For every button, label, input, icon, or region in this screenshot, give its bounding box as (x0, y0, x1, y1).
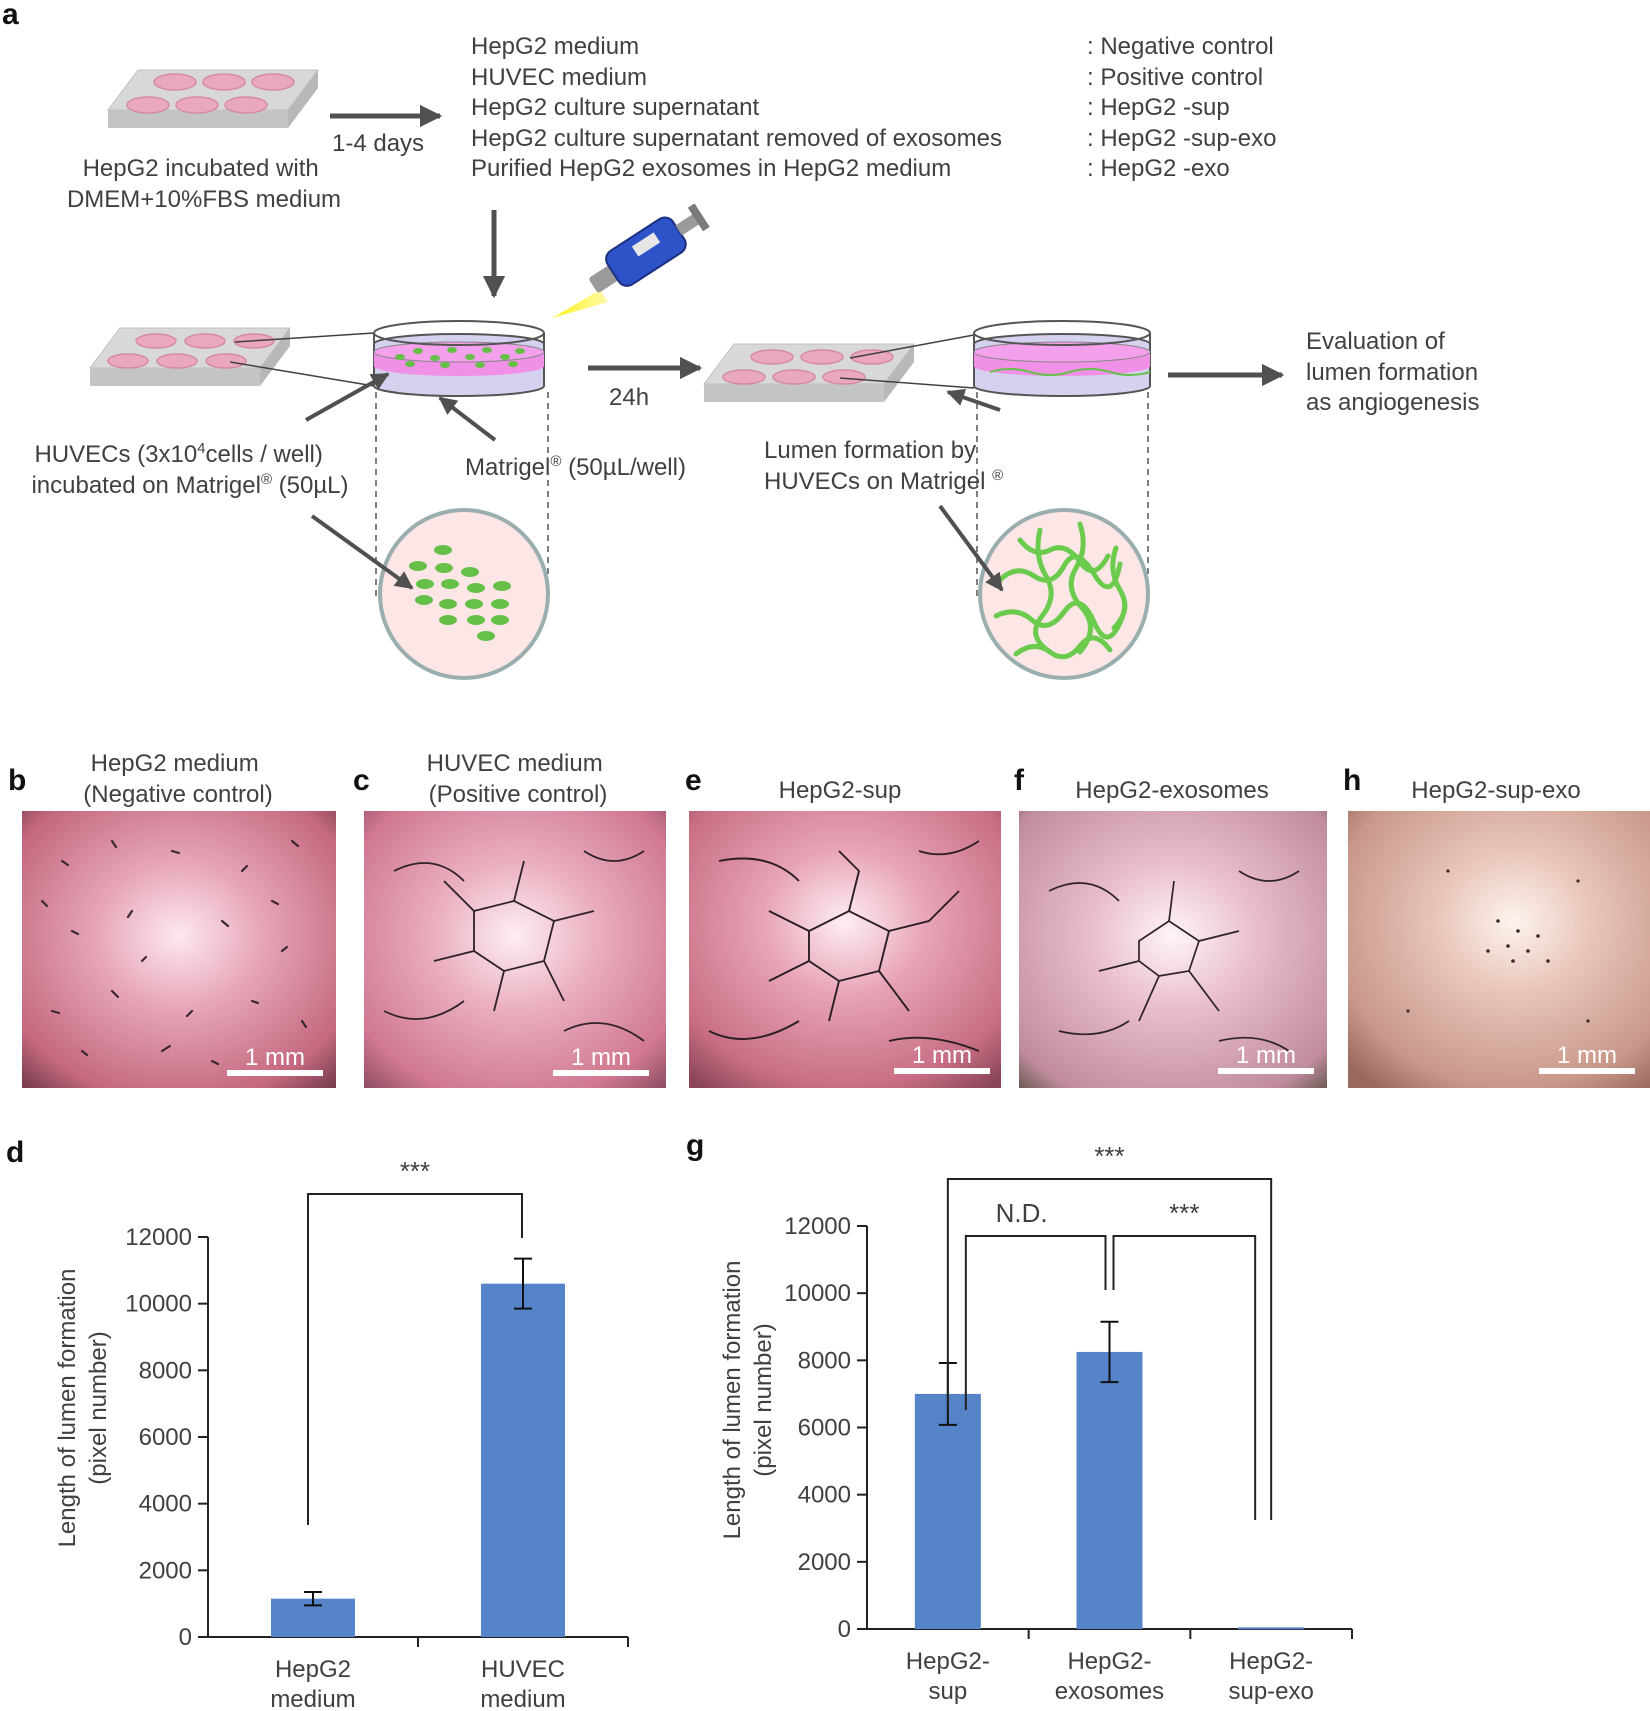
chart-g-ylabel-line2: (pixel number) (750, 1323, 777, 1476)
panel-letter-b: b (8, 764, 26, 797)
bar (481, 1283, 565, 1637)
panel-letter-g: g (686, 1129, 704, 1162)
y-tick-label: 8000 (798, 1347, 851, 1374)
y-tick-label: 0 (179, 1624, 192, 1651)
incubation-hours: 24h (609, 384, 649, 411)
y-tick-label: 6000 (139, 1424, 192, 1451)
panel-letter-h: h (1343, 764, 1361, 797)
micrograph-b-title: HepG2 medium (Negative control) (83, 750, 272, 808)
micrograph-h: 1 mm (1348, 811, 1650, 1088)
y-tick-label: 8000 (139, 1357, 192, 1384)
evaluation-label: Evaluation of lumen formation as angioge… (1306, 328, 1485, 416)
panel-letter-e: e (685, 764, 702, 797)
culture-dish-right (973, 320, 1151, 397)
significance-label: *** (1094, 1141, 1124, 1171)
micrograph-e-scale-label: 1 mm (912, 1042, 972, 1069)
micrograph-e-title: HepG2-sup (779, 777, 902, 804)
incubation-days: 1-4 days (332, 130, 424, 157)
lumen-network-inset (978, 508, 1150, 680)
huvec-label: HUVECs (3x104cells / well) incubated on … (31, 440, 348, 499)
panel-letter-f: f (1014, 764, 1025, 797)
micrograph-c-title: HUVEC medium (Positive control) (427, 750, 610, 808)
micrograph-e-image (689, 811, 1001, 1088)
media-list: HepG2 medium HUVEC medium HepG2 culture … (471, 33, 1009, 182)
significance-label: *** (1169, 1198, 1199, 1228)
micrograph-h-title: HepG2-sup-exo (1411, 777, 1580, 804)
significance-bracket (1112, 1235, 1257, 1520)
micrograph-h-image (1348, 811, 1650, 1088)
micrograph-e: 1 mm (689, 811, 1001, 1088)
micrograph-b: 1 mm (22, 811, 336, 1088)
micrograph-titles: b HepG2 medium (Negative control) c HUVE… (8, 750, 1581, 808)
chart-g: g Length of lumen formation (pixel numbe… (686, 1129, 1353, 1705)
y-tick-label: 4000 (798, 1482, 851, 1509)
micrograph-b-image (22, 811, 336, 1088)
micrograph-f-scale-label: 1 mm (1236, 1042, 1296, 1069)
significance-label: *** (400, 1156, 430, 1186)
micrograph-c: 1 mm (364, 811, 666, 1088)
y-tick-label: 12000 (125, 1224, 192, 1251)
bar (1238, 1627, 1305, 1630)
pipette-icon (552, 203, 710, 318)
x-tick-label: HepG2-sup (906, 1648, 990, 1705)
bar (1076, 1351, 1143, 1629)
culture-dish-left (373, 320, 545, 397)
significance-label: N.D. (996, 1198, 1048, 1228)
y-tick-label: 2000 (798, 1549, 851, 1576)
y-tick-label: 0 (838, 1616, 851, 1643)
significance-bracket (307, 1193, 523, 1525)
micrograph-f: 1 mm (1019, 811, 1327, 1088)
panel-letter-a: a (2, 0, 19, 31)
chart-d: d Length of lumen formation (pixel numbe… (6, 1136, 629, 1711)
chart-g-ylabel-line1: Length of lumen formation (719, 1261, 746, 1540)
chart-d-ylabel-line1: Length of lumen formation (54, 1269, 81, 1548)
micrograph-c-image (364, 811, 666, 1088)
significance-bracket (946, 1178, 1273, 1520)
y-tick-label: 6000 (798, 1415, 851, 1442)
panel-a-schematic: a HepG2 incubated with DMEM+10%FBS mediu… (2, 0, 1485, 680)
matrigel-label: Matrigel® (50µL/well) (465, 453, 686, 481)
culture-plate-top (107, 69, 319, 128)
significance-bracket (964, 1235, 1107, 1410)
bar (914, 1393, 981, 1629)
x-tick-label: HepG2-exosomes (1055, 1648, 1164, 1705)
y-tick-label: 10000 (784, 1280, 851, 1307)
chart-d-ylabel-line2: (pixel number) (85, 1331, 112, 1484)
micrograph-f-title: HepG2-exosomes (1075, 777, 1268, 804)
panel-letter-d: d (6, 1136, 24, 1169)
culture-plate-left (89, 327, 291, 386)
micrograph-f-image (1019, 811, 1327, 1088)
huvec-cells (395, 347, 525, 368)
plate-wells (126, 73, 295, 114)
y-tick-label: 12000 (784, 1213, 851, 1240)
culture-plate-right (703, 343, 915, 402)
plate-caption: HepG2 incubated with DMEM+10%FBS medium (67, 155, 341, 213)
micrograph-b-scale-label: 1 mm (245, 1044, 305, 1071)
y-tick-label: 10000 (125, 1291, 192, 1318)
panel-letter-c: c (353, 764, 370, 797)
x-tick-label: HepG2-sup-exo (1228, 1648, 1313, 1705)
y-tick-label: 4000 (139, 1491, 192, 1518)
micrograph-c-scale-label: 1 mm (571, 1044, 631, 1071)
seeded-cells-inset (378, 508, 550, 680)
micrograph-h-scale-label: 1 mm (1557, 1042, 1617, 1069)
condition-list: : Negative control : Positive control : … (1087, 33, 1283, 182)
y-tick-label: 2000 (139, 1557, 192, 1584)
lumen-label: Lumen formation by HUVECs on Matrigel ® (764, 437, 1003, 495)
